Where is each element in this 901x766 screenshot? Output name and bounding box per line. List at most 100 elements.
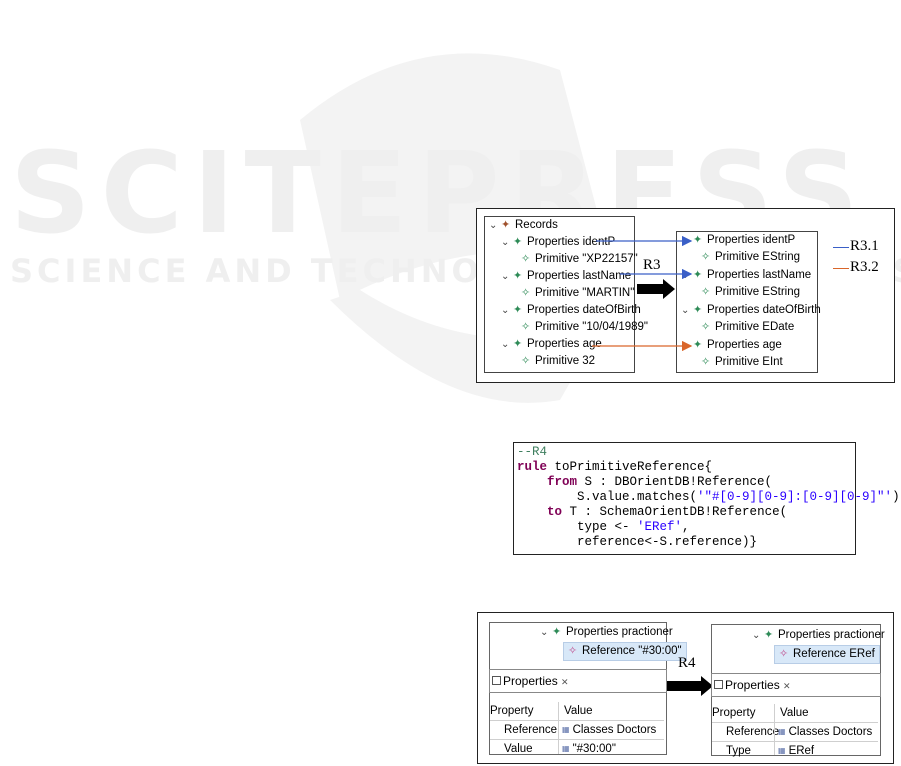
table-row-value-text: "#30:00": [572, 743, 616, 755]
eref-icon: ▦: [562, 744, 570, 753]
source-item[interactable]: ⌄✦ Properties age: [501, 336, 602, 353]
properties-tab[interactable]: Properties ✕: [489, 669, 667, 693]
source-item-label: Properties lastName: [527, 270, 632, 282]
source-item[interactable]: ⌄✦Properties identP: [501, 234, 615, 251]
code-line: rule toPrimitiveReference{: [517, 460, 713, 474]
primitive-icon: ✧: [521, 321, 531, 333]
col-header-property: Property: [712, 707, 756, 719]
target-item-label: Properties age: [707, 339, 782, 351]
arrow-right-icon: [667, 676, 713, 696]
target-item[interactable]: ⌄✦Properties dateOfBirth: [681, 302, 821, 319]
code-line: --R4: [517, 445, 548, 459]
source-item-child[interactable]: ✧Primitive "XP22157": [521, 251, 638, 268]
table-row-value[interactable]: ▦Classes Doctors: [562, 721, 656, 739]
target-item-label: Properties lastName: [707, 269, 812, 281]
target-item-child[interactable]: ✧Primitive EString: [701, 284, 800, 301]
code-listing-r4: --R4 rule toPrimitiveReference{ from S :…: [513, 442, 901, 555]
column-divider: [558, 702, 559, 754]
right-tree-child-selected[interactable]: ✧ Reference ERef: [774, 645, 880, 664]
left-tree-child-label: Reference "#30:00": [582, 645, 682, 657]
close-icon[interactable]: ✕: [783, 681, 791, 691]
right-properties-panel: ⌄✦Properties practioner ✧Reference ERef …: [711, 624, 885, 757]
source-child-label: Primitive "XP22157": [535, 253, 638, 265]
property-icon: ✦: [693, 269, 703, 281]
code-line: from S : DBOrientDB!Reference(: [547, 475, 773, 489]
primitive-icon: ✧: [701, 356, 711, 368]
source-item-child[interactable]: ✧ Primitive 32: [521, 353, 595, 370]
legend-line-r3-1: [833, 247, 849, 248]
chevron-down-icon[interactable]: ⌄: [501, 305, 510, 316]
chevron-down-icon[interactable]: ⌄: [501, 237, 510, 248]
table-row-value[interactable]: ▦Classes Doctors: [778, 723, 872, 741]
right-tree-child-label: Reference ERef: [793, 648, 875, 660]
divider: [712, 722, 878, 723]
figure-r4: ⌄✦Properties practioner ✧Reference "#30:…: [477, 612, 894, 764]
code-line: to T : SchemaOrientDB!Reference(: [547, 505, 788, 519]
divider: [712, 741, 878, 742]
rule-r3-label: R3: [643, 257, 661, 273]
source-item-label: Properties dateOfBirth: [527, 304, 641, 316]
chevron-down-icon[interactable]: ⌄: [501, 271, 510, 282]
col-header-value: Value: [564, 705, 593, 717]
eref-icon: ▦: [778, 746, 786, 755]
col-header-property: Property: [490, 705, 534, 717]
primitive-icon: ✧: [521, 355, 531, 367]
table-row-property: Type: [726, 745, 751, 757]
target-child-label: Primitive EString: [715, 251, 800, 263]
property-icon: ✦: [552, 626, 562, 638]
source-item[interactable]: ⌄✦ Properties dateOfBirth: [501, 302, 641, 319]
close-icon[interactable]: ✕: [561, 677, 569, 687]
primitive-icon: ✧: [521, 287, 531, 299]
property-icon: ✦: [513, 270, 523, 282]
figure-r3: ⌄✦Records ⌄✦Properties identP ✧Primitive…: [476, 208, 895, 383]
target-item-label: Properties identP: [707, 234, 796, 246]
left-properties-panel: ⌄✦ Properties practioner ✧Reference "#30:…: [489, 622, 687, 758]
table-row-property: Reference: [726, 726, 780, 738]
source-item-child[interactable]: ✧ Primitive "MARTIN": [521, 285, 634, 302]
table-row-property: Reference: [504, 724, 558, 736]
target-child-label: Primitive EDate: [715, 321, 795, 333]
legend-r3-2: R3.2: [850, 259, 879, 275]
source-item-child[interactable]: ✧Primitive "10/04/1989": [521, 319, 648, 336]
source-item[interactable]: ⌄✦ Properties lastName: [501, 268, 631, 285]
property-icon: ✦: [513, 338, 523, 350]
target-child-label: Primitive EString: [715, 286, 800, 298]
eref-icon: ▦: [778, 727, 786, 736]
primitive-icon: ✧: [701, 321, 711, 333]
chevron-down-icon[interactable]: ⌄: [752, 630, 761, 641]
properties-tab-title: Properties: [503, 674, 558, 688]
divider: [490, 720, 664, 721]
target-item-child[interactable]: ✧Primitive EInt: [701, 354, 783, 371]
code-line: reference<-S.reference)}: [517, 535, 758, 549]
properties-tab[interactable]: Properties ✕: [711, 673, 881, 697]
chevron-down-icon[interactable]: ⌄: [540, 627, 549, 638]
properties-tab-title: Properties: [725, 678, 780, 692]
chevron-down-icon[interactable]: ⌄: [501, 339, 510, 350]
table-row-property: Value: [504, 743, 533, 755]
source-child-label: Primitive "MARTIN": [535, 287, 635, 299]
table-row-value[interactable]: ▦ERef: [778, 742, 814, 760]
table-row-value-text: Classes Doctors: [788, 726, 873, 738]
col-header-value: Value: [780, 707, 809, 719]
mapping-arrows: [592, 235, 693, 352]
property-icon: ✦: [764, 629, 774, 641]
source-item-label: Properties age: [527, 338, 602, 350]
column-divider: [774, 704, 775, 755]
right-tree-parent[interactable]: ⌄✦ Properties practioner: [752, 627, 885, 644]
left-tree-parent[interactable]: ⌄✦ Properties practioner: [540, 624, 673, 641]
reference-icon: ✧: [779, 648, 789, 660]
source-item-label: Properties identP: [527, 236, 616, 248]
right-tree-parent-label: Properties practioner: [778, 629, 885, 641]
left-tree-parent-label: Properties practioner: [566, 626, 673, 638]
target-item-child[interactable]: ✧ Primitive EDate: [701, 319, 794, 336]
chevron-down-icon[interactable]: ⌄: [489, 220, 498, 231]
source-child-label: Primitive 32: [535, 355, 596, 367]
code-line: type <- 'ERef',: [517, 520, 690, 534]
left-tree-child-selected[interactable]: ✧Reference "#30:00": [563, 642, 687, 661]
chevron-down-icon[interactable]: ⌄: [681, 305, 690, 316]
property-icon: ✦: [513, 304, 523, 316]
legend-line-r3-2: [833, 268, 849, 269]
table-row-value[interactable]: ▦"#30:00": [562, 740, 616, 758]
target-item-child[interactable]: ✧Primitive EString: [701, 249, 800, 266]
target-item-label: Properties dateOfBirth: [707, 304, 821, 316]
